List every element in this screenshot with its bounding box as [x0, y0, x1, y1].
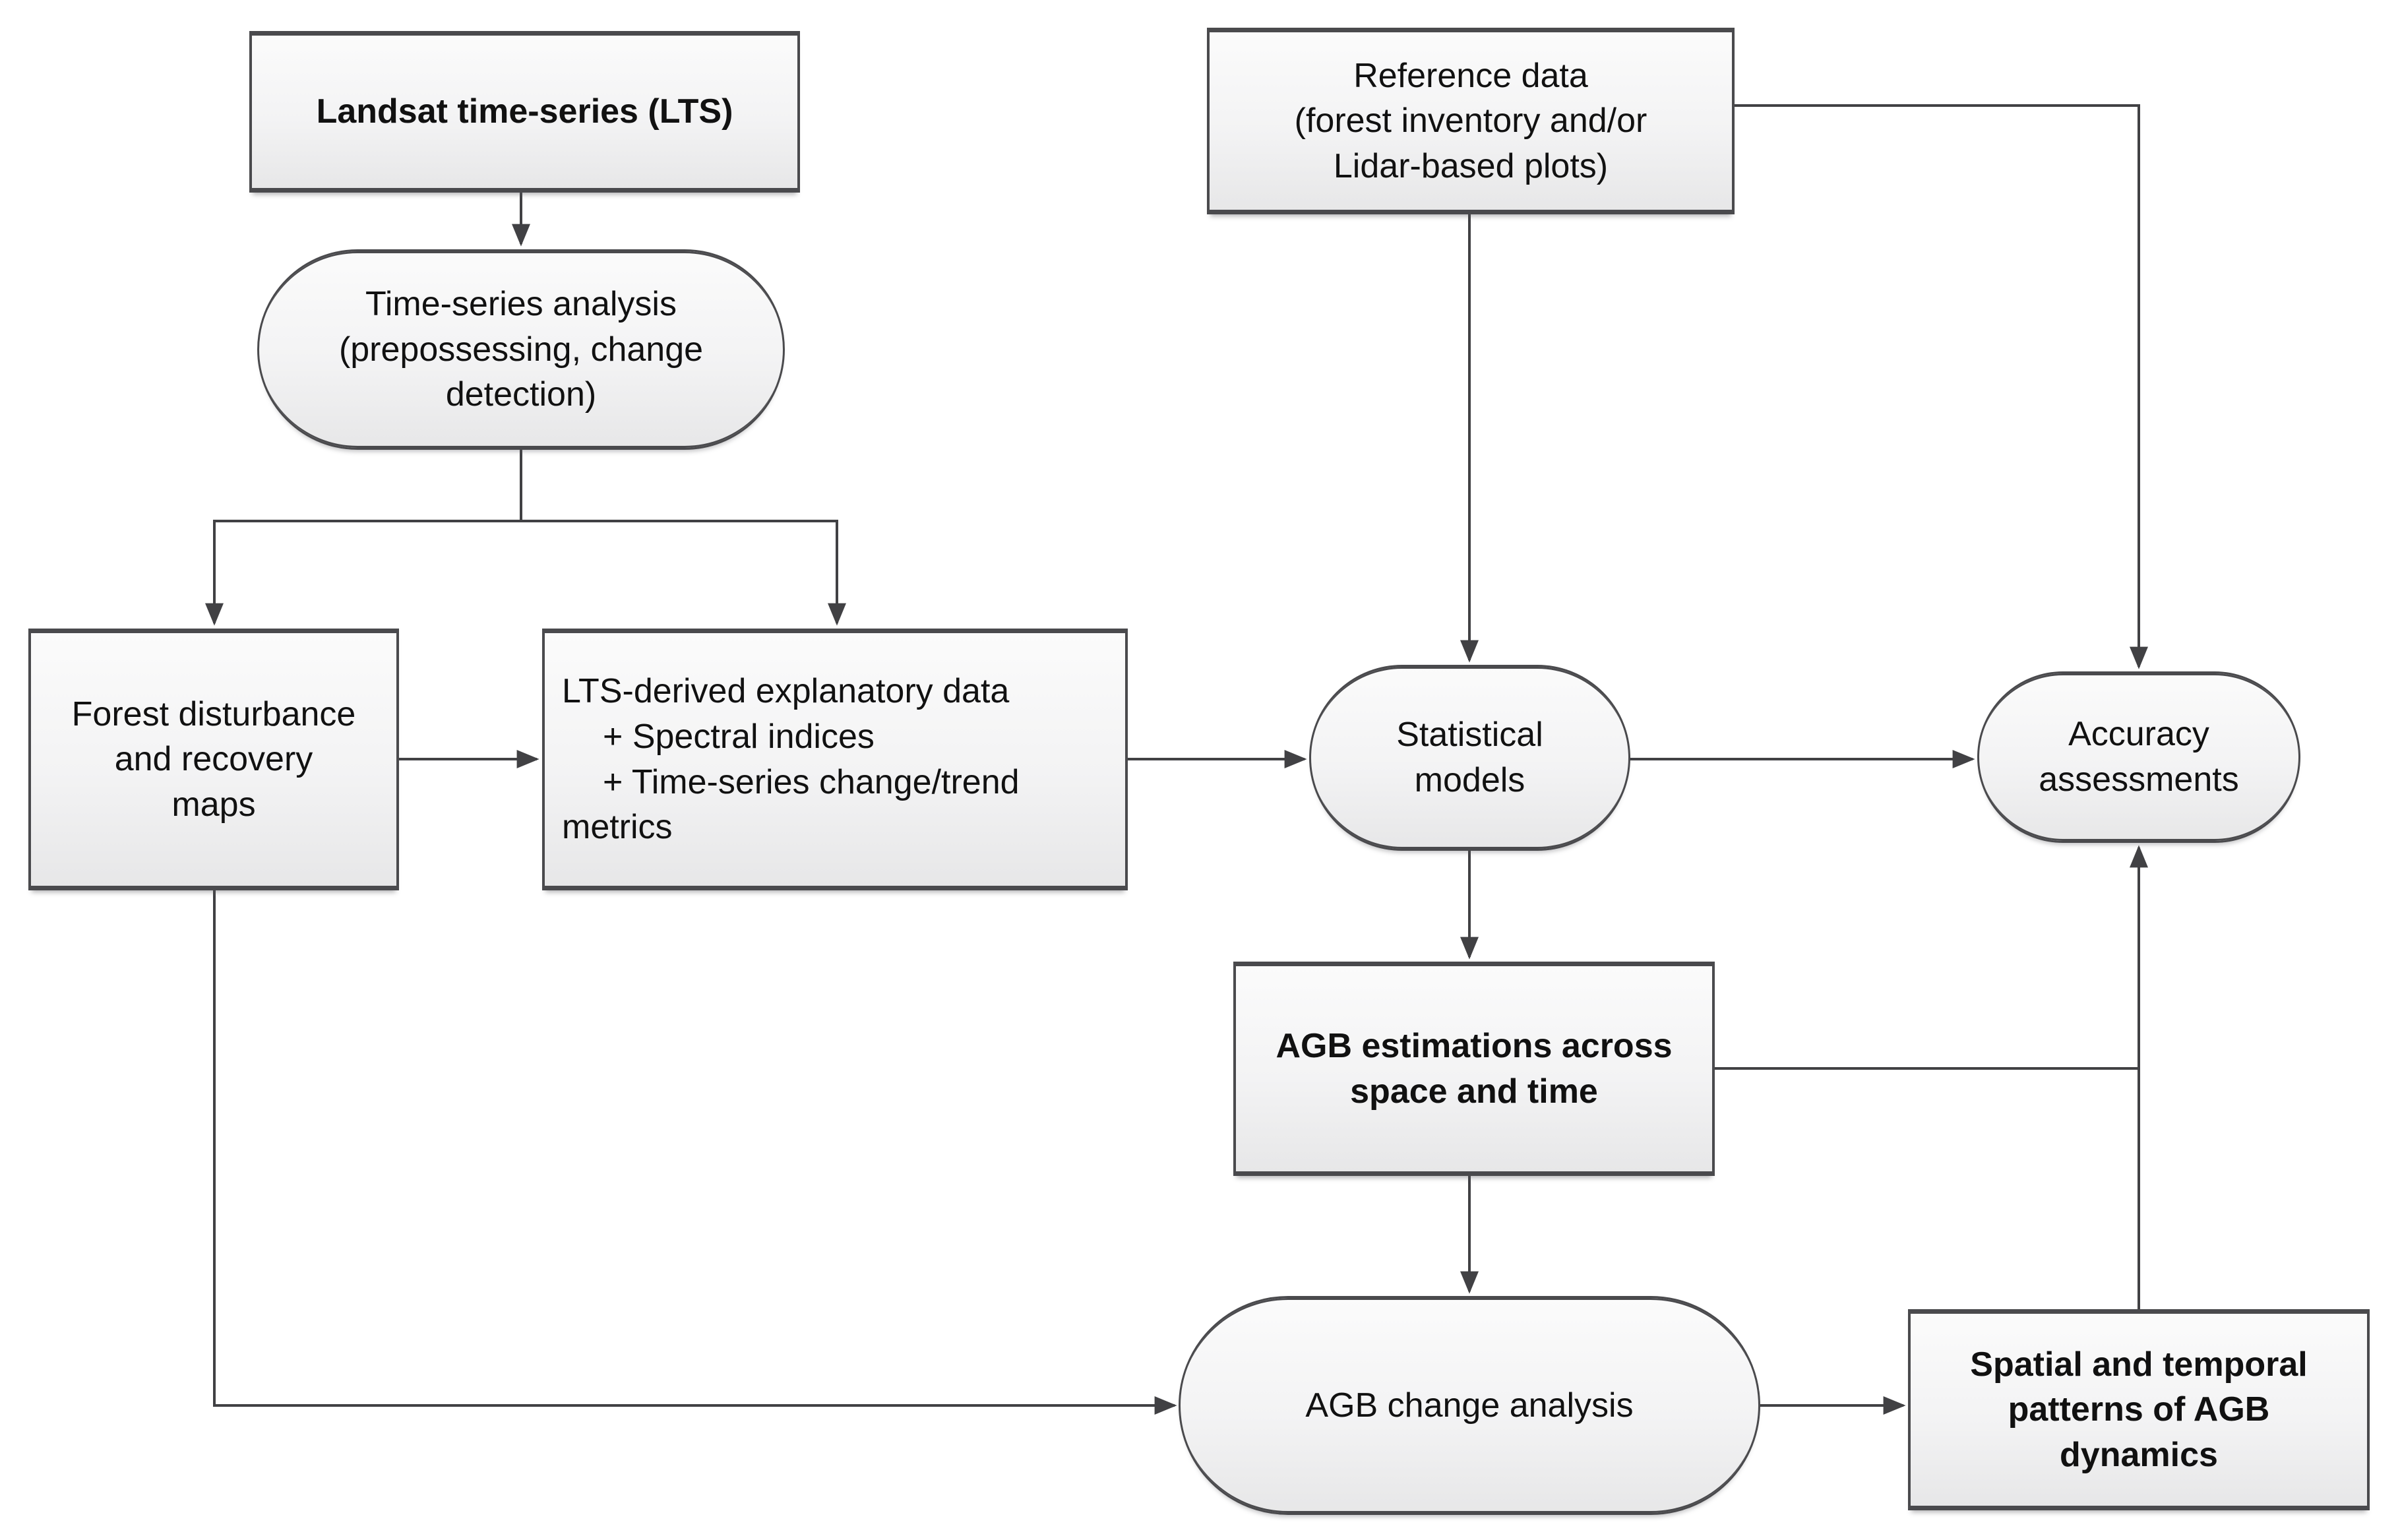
node-time-series-analysis: Time-series analysis (prepossessing, cha…	[257, 249, 785, 450]
node-line: Reference data	[1353, 56, 1588, 95]
node-line: patterns of AGB	[2008, 1390, 2270, 1429]
node-accuracy-assessments: Accuracy assessments	[1977, 671, 2300, 843]
node-line: maps	[171, 785, 256, 824]
node-reference-data: Reference data (forest inventory and/or …	[1207, 28, 1735, 214]
node-line: AGB estimations across	[1276, 1026, 1673, 1065]
node-line: (prepossessing, change	[338, 330, 704, 369]
node-line: + Spectral indices	[603, 717, 875, 756]
node-lts-derived-data: LTS-derived explanatory data + Spectral …	[542, 629, 1128, 890]
node-agb-estimations: AGB estimations across space and time	[1233, 962, 1715, 1176]
node-line: Spatial and temporal	[1970, 1345, 2308, 1384]
node-line: Time-series analysis	[365, 285, 677, 324]
node-line: + Time-series change/trend	[603, 762, 1020, 801]
node-landsat-lts: Landsat time-series (LTS)	[249, 31, 800, 193]
node-line: Landsat time-series (LTS)	[316, 92, 733, 131]
node-line: dynamics	[2060, 1435, 2218, 1474]
node-line: assessments	[2039, 760, 2239, 799]
node-line: Accuracy	[2068, 715, 2209, 754]
node-line: space and time	[1350, 1072, 1598, 1111]
node-forest-disturbance-maps: Forest disturbance and recovery maps	[28, 629, 399, 890]
node-line: LTS-derived explanatory data	[562, 672, 1010, 711]
node-line: models	[1414, 761, 1525, 799]
node-spatial-temporal-patterns: Spatial and temporal patterns of AGB dyn…	[1908, 1309, 2370, 1510]
node-statistical-models: Statistical models	[1309, 665, 1630, 851]
node-line: (forest inventory and/or	[1294, 102, 1647, 140]
node-line: detection)	[445, 375, 597, 414]
node-agb-change-analysis: AGB change analysis	[1179, 1296, 1760, 1515]
node-line: Statistical	[1396, 716, 1543, 755]
node-line: Lidar-based plots)	[1333, 146, 1609, 185]
node-line: metrics	[562, 808, 673, 847]
node-line: Forest disturbance	[71, 694, 356, 733]
node-line: and recovery	[114, 740, 313, 779]
node-line: AGB change analysis	[1305, 1386, 1634, 1425]
